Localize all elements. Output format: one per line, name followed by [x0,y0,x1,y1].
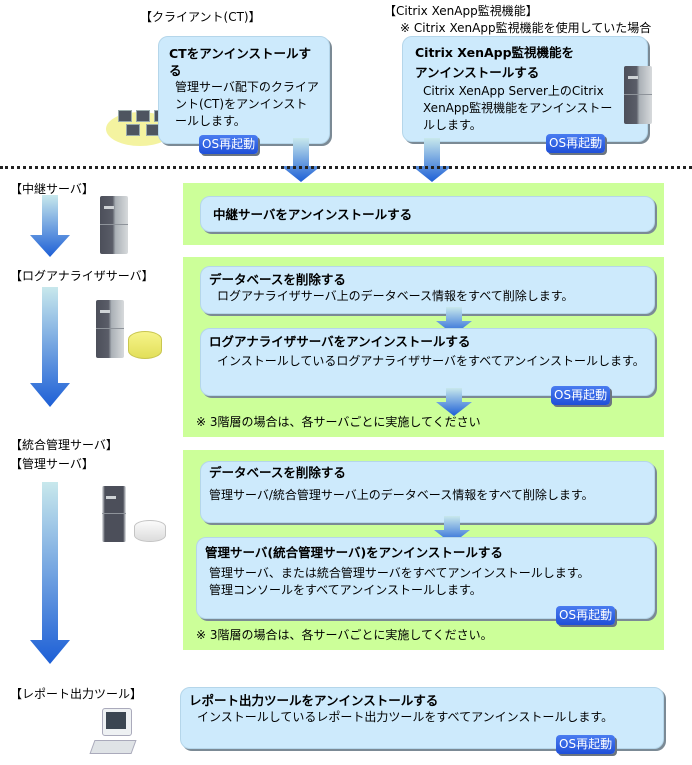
delete-db-management-title: データベースを削除する [209,465,346,480]
log-analyzer-note: ※ 3階層の場合は、各サーバごとに実施してください [196,415,481,429]
uninstall-relay-card: 中継サーバをアンインストールする [200,196,655,232]
management-server-label: 【管理サーバ】 [10,457,94,471]
uninstall-ct-desc: 管理サーバ配下のクライアント(CT)をアンインストールします。 [175,80,319,128]
delete-db-management-desc: 管理サーバ/統合管理サーバ上のデータベース情報をすべて削除します。 [209,488,594,502]
citrix-section-label: 【Citrix XenApp監視機能】 [384,4,538,18]
os-restart-badge-ct: OS再起動 [199,135,259,154]
uninstall-log-analyzer-title: ログアナライザサーバをアンインストールする [209,334,471,349]
arrow-down-citrix [412,138,452,182]
relay-server-label: 【中継サーバ】 [10,182,94,196]
uninstall-citrix-title: Citrix XenApp監視機能をアンインストールする [415,45,575,80]
management-server-icon [102,486,126,542]
delete-db-log-card: データベースを削除する ログアナライザサーバ上のデータベース情報をすべて削除しま… [200,266,655,314]
delete-db-log-desc: ログアナライザサーバ上のデータベース情報をすべて削除します。 [217,289,574,303]
arrow-down-management [30,482,70,664]
uninstall-management-title: 管理サーバ(統合管理サーバ)をアンインストールする [205,545,503,560]
os-restart-badge-management: OS再起動 [556,606,616,625]
uninstall-report-title: レポート出力ツールをアンインストールする [189,693,439,708]
delete-db-log-title: データベースを削除する [209,272,346,287]
report-tool-label: 【レポート出力ツール】 [10,687,143,701]
uninstall-citrix-card: Citrix XenApp監視機能をアンインストールする Citrix XenA… [402,36,648,142]
client-section-label: 【クライアント(CT)】 [140,10,261,24]
uninstall-ct-title: CTをアンインストールする [169,46,311,78]
uninstall-management-desc2: 管理コンソールをすべてアンインストールします。 [209,583,482,597]
uninstall-management-desc1: 管理サーバ、または統合管理サーバをすべてアンインストールします。 [209,566,590,580]
arrow-down-log-analyzer [30,287,70,407]
uninstall-log-analyzer-card: ログアナライザサーバをアンインストールする インストールしているログアナライザサ… [200,328,655,396]
uninstall-relay-title: 中継サーバをアンインストールする [213,207,413,222]
citrix-server-icon [624,66,652,124]
delete-db-management-card: データベースを削除する 管理サーバ/統合管理サーバ上のデータベース情報をすべて削… [200,461,655,523]
relay-server-icon [100,196,128,254]
uninstall-ct-card: CTをアンインストールする 管理サーバ配下のクライアント(CT)をアンインストー… [158,36,330,144]
log-analyzer-server-icon [96,300,124,358]
arrow-down-relay [30,195,70,257]
uninstall-log-analyzer-desc: インストールしているログアナライザサーバをすべてアンインストールします。 [217,354,645,368]
uninstall-report-desc: インストールしているレポート出力ツールをすべてアンインストールします。 [197,710,614,724]
citrix-note: ※ Citrix XenApp監視機能を使用していた場合 [400,21,652,35]
os-restart-badge-log-analyzer: OS再起動 [551,386,611,405]
log-analyzer-label: 【ログアナライザサーバ】 [10,269,154,283]
management-note: ※ 3階層の場合は、各サーバごとに実施してください。 [196,628,493,642]
os-restart-badge-citrix: OS再起動 [546,134,606,153]
arrow-down-ct [281,138,321,182]
uninstall-citrix-desc: Citrix XenApp Server上のCitrix XenApp監視機能を… [423,84,613,132]
uninstall-management-card: 管理サーバ(統合管理サーバ)をアンインストールする 管理サーバ、または統合管理サ… [196,537,655,619]
report-pc-icon [89,708,137,758]
management-db-icon [134,520,166,542]
arrow-down-log-next [436,388,472,416]
database-icon [128,331,162,359]
os-restart-badge-report: OS再起動 [556,735,616,754]
section-divider [0,166,692,169]
integrated-management-server-label: 【統合管理サーバ】 [10,438,118,452]
